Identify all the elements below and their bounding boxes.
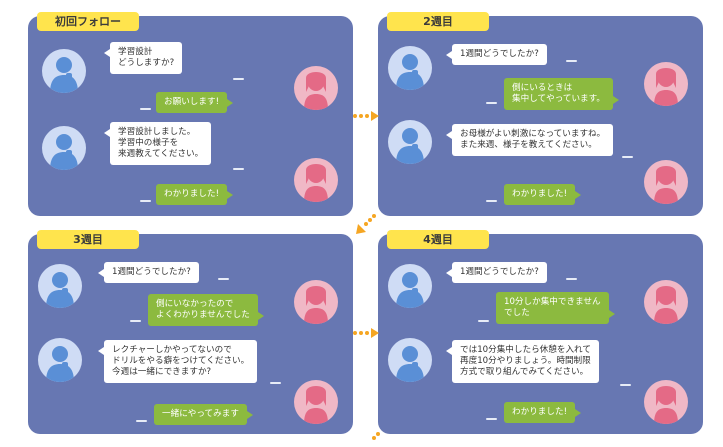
bubble-tail (566, 60, 577, 62)
bubble-tail (140, 108, 151, 110)
parent-avatar-icon (294, 66, 338, 110)
bubble-tail (270, 382, 281, 384)
panel-tag: 2週目 (387, 12, 489, 31)
chat-bubble-teacher: レクチャーしかやってないので ドリルをやる癖をつけてください。 今週は一緒にでき… (97, 340, 258, 383)
arrow-right-icon (353, 111, 379, 121)
bubble-tail (136, 420, 147, 422)
chat-bubble-parent: 10分しか集中できません でした (496, 292, 615, 324)
bubble-tail (486, 200, 497, 202)
chat-bubble-teacher: 学習設計 どうしますか? (103, 42, 183, 74)
panel-week-3: 3週目 1週間どうでしたか? 側にいなかったので よくわかりませんでした レクチ… (28, 230, 353, 434)
bubble-tail (478, 320, 489, 322)
teacher-avatar-icon (38, 338, 82, 382)
parent-avatar-icon (644, 62, 688, 106)
bubble-tail (620, 384, 631, 386)
panel-tag: 3週目 (37, 230, 139, 249)
panel-week-0: 初回フォロー 学習設計 どうしますか? お願いします! 学習設計しました。 学習… (28, 12, 353, 216)
bubble-tail (622, 156, 633, 158)
teacher-avatar-icon (42, 126, 86, 170)
chat-bubble-teacher: 1週間どうでしたか? (446, 44, 547, 65)
chat-bubble-parent: 側にいるときは 集中してやっています。 (504, 78, 619, 110)
teacher-avatar-icon (38, 264, 82, 308)
chat-bubble-parent: 一緒にやってみます (154, 404, 253, 425)
parent-avatar-icon (644, 160, 688, 204)
chat-bubble-parent: わかりました! (156, 184, 234, 205)
chat-bubble-teacher: では10分集中したら休憩を入れて 再度10分やりましょう。時間制限 方式で取り組… (446, 340, 599, 383)
parent-avatar-icon (294, 380, 338, 424)
chat-bubble-teacher: 1週間どうでしたか? (98, 262, 199, 283)
panel-week-2: 2週目 1週間どうでしたか? 側にいるときは 集中してやっています。 お母様がよ… (378, 12, 703, 216)
bubble-tail (486, 418, 497, 420)
teacher-avatar-icon (388, 264, 432, 308)
parent-avatar-icon (644, 280, 688, 324)
panel-week-4: 4週目 1週間どうでしたか? 10分しか集中できません でした では10分集中し… (378, 230, 703, 434)
bubble-tail (486, 102, 497, 104)
chat-bubble-parent: お願いします! (156, 92, 234, 113)
arrow-right-icon (353, 328, 379, 338)
teacher-avatar-icon (42, 49, 86, 93)
panel-tag: 4週目 (387, 230, 489, 249)
arrow-down-left-icon (356, 214, 376, 234)
parent-avatar-icon (294, 280, 338, 324)
chat-bubble-parent: わかりました! (504, 402, 582, 423)
bubble-tail (566, 278, 577, 280)
teacher-avatar-icon (388, 120, 432, 164)
parent-avatar-icon (644, 380, 688, 424)
arrow-down-left-icon (372, 432, 380, 440)
bubble-tail (130, 320, 141, 322)
teacher-avatar-icon (388, 46, 432, 90)
chat-bubble-teacher: 1週間どうでしたか? (446, 262, 547, 283)
chat-bubble-teacher: お母様がよい刺激になっていますね。 また来週、様子を教えてください。 (445, 124, 614, 156)
parent-avatar-icon (294, 158, 338, 202)
chat-bubble-parent: わかりました! (504, 184, 582, 205)
bubble-tail (140, 200, 151, 202)
chat-bubble-teacher: 学習設計しました。 学習中の様子を 来週教えてください。 (103, 122, 212, 165)
bubble-tail (233, 168, 244, 170)
bubble-tail (218, 278, 229, 280)
chat-bubble-parent: 側にいなかったので よくわかりませんでした (148, 294, 264, 326)
teacher-avatar-icon (388, 338, 432, 382)
panel-tag: 初回フォロー (37, 12, 139, 31)
bubble-tail (233, 78, 244, 80)
